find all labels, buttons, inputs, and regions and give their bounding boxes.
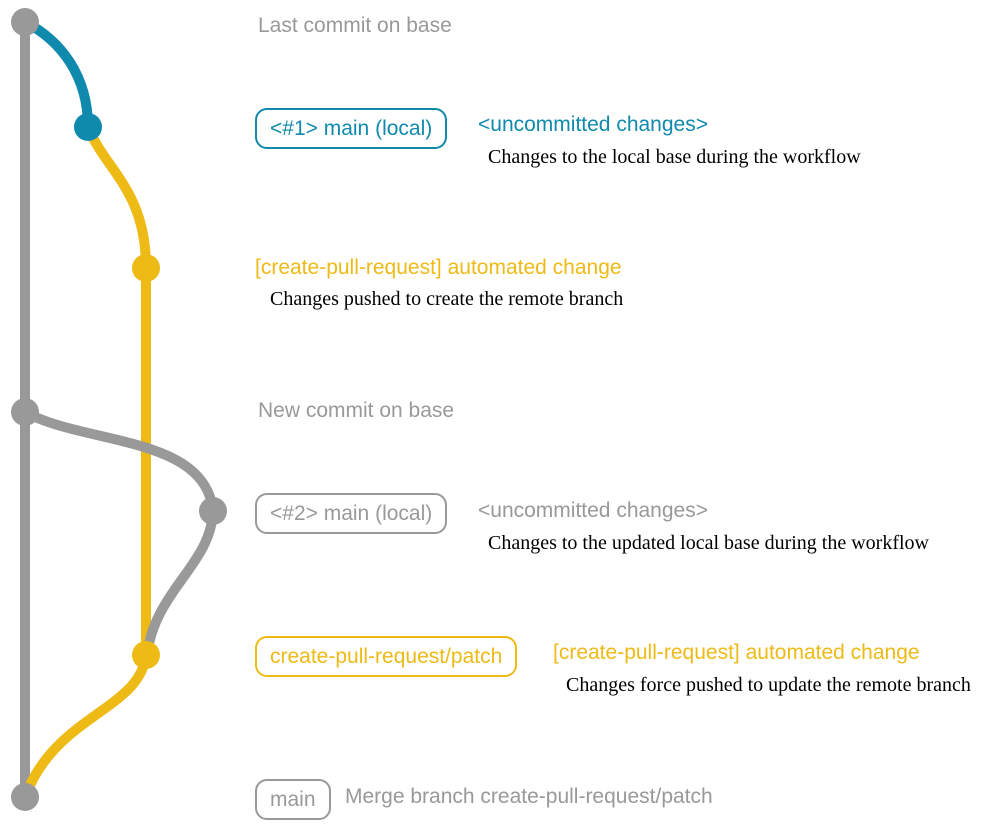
branch-badge-patch: create-pull-request/patch — [255, 636, 518, 677]
branch-badge-main-local-1: <#1> main (local) — [255, 108, 448, 149]
branch-badge-main: main — [255, 779, 331, 820]
annotation-new-commit: New commit on base — [258, 399, 455, 422]
commit-node-patch-2 — [132, 641, 160, 669]
description-push-create: Changes pushed to create the remote bran… — [270, 288, 624, 310]
merge-commit-message: Merge branch create-pull-request/patch — [345, 785, 713, 808]
description-updated-local-base-changes: Changes to the updated local base during… — [488, 532, 929, 554]
uncommitted-changes-label-1: <uncommitted changes> — [478, 113, 708, 136]
description-local-base-changes: Changes to the local base during the wor… — [488, 146, 861, 168]
description-force-push-update: Changes force pushed to update the remot… — [566, 674, 971, 696]
commit-node-patch-1 — [132, 254, 160, 282]
branch-badge-main-local-2: <#2> main (local) — [255, 493, 448, 534]
commit-node-local-1 — [74, 113, 102, 141]
commit-node-merge — [11, 783, 39, 811]
automated-change-label-2: [create-pull-request] automated change — [553, 641, 920, 664]
commit-node-base-last — [11, 8, 39, 36]
uncommitted-changes-label-2: <uncommitted changes> — [478, 499, 708, 522]
patch-branch-line — [20, 125, 151, 799]
rebase-curve — [22, 407, 219, 656]
local-branch-curve — [22, 17, 93, 128]
commit-node-base-new — [11, 398, 39, 426]
annotation-last-commit: Last commit on base — [258, 14, 452, 37]
commit-node-local-2 — [199, 497, 227, 525]
automated-change-label-1: [create-pull-request] automated change — [255, 256, 622, 279]
